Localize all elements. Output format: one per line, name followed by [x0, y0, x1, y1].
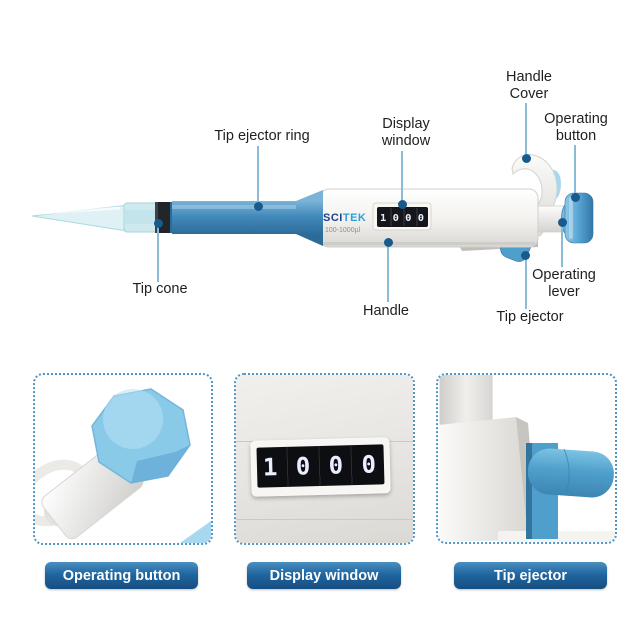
callout-line-handle-cover: [525, 103, 527, 154]
detail-card-tip-ejector: [436, 373, 617, 544]
card-label-operating-button: Operating button: [45, 562, 198, 589]
display-zoom-window: 1 0 0 0: [256, 444, 385, 488]
callout-dot-operating-button: [571, 193, 580, 202]
callout-label-tip-ejector: Tip ejector: [496, 309, 564, 325]
card-label-tip-ejector: Tip ejector: [454, 562, 607, 589]
callout-dot-tip-cone: [154, 219, 163, 228]
operating-button-zoom-image: [35, 388, 211, 543]
callout-label-tip-ejector-ring: Tip ejector ring: [214, 128, 310, 144]
callout-line-tip-ejector: [525, 260, 527, 309]
display-zoom-panel: 1 0 0 0: [236, 375, 413, 543]
tip-cone-assembly: [31, 202, 173, 233]
callout-label-tip-cone: Tip cone: [132, 281, 188, 297]
callout-line-operating-button: [574, 145, 576, 193]
callout-line-operating-lever: [561, 227, 563, 267]
display-zoom-digits: 1 0 0 0: [262, 450, 379, 482]
callout-dot-tip-ejector-ring: [254, 202, 263, 211]
callout-dot-operating-lever: [558, 218, 567, 227]
callout-line-tip-ejector-ring: [257, 146, 259, 203]
callout-dot-display-window: [398, 200, 407, 209]
brand-sci: SCI: [323, 212, 343, 224]
callout-label-handle: Handle: [363, 303, 409, 319]
callout-dot-handle: [384, 238, 393, 247]
callout-dot-handle-cover: [522, 154, 531, 163]
volume-range-label: 100-1000µl: [325, 227, 361, 234]
callout-line-tip-cone: [157, 227, 159, 282]
display-digits: 1 0 0 0: [380, 213, 424, 224]
card-label-display-window: Display window: [247, 562, 401, 589]
callout-line-handle: [387, 247, 389, 302]
pipette-illustration: SCITEK 100-1000µl 1 0 0 0: [31, 154, 594, 262]
callout-dot-tip-ejector: [521, 251, 530, 260]
tip-ejector-zoom-image: [438, 375, 615, 542]
detail-card-display-window: 1 0 0 0: [234, 373, 415, 545]
svg-text:SCITEK: SCITEK: [323, 212, 366, 224]
operating-button-knob: [561, 192, 594, 244]
display-window: 1 0 0 0: [372, 202, 432, 231]
tip-ejector-ring-shaft: [172, 190, 323, 246]
callout-line-display-window: [401, 151, 403, 201]
detail-card-operating-button: [33, 373, 213, 545]
brand-tek: TEK: [343, 212, 367, 224]
brand-logo: SCITEK 100-1000µl: [323, 212, 366, 234]
display-zoom-bezel: 1 0 0 0: [250, 437, 391, 497]
